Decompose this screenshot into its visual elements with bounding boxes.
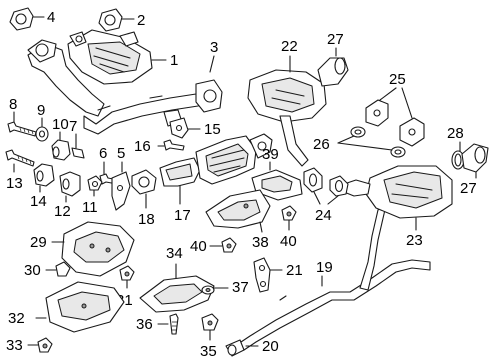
callout-18: 18 <box>138 211 155 228</box>
part-29-heat-shield[interactable] <box>51 221 135 277</box>
part-3-intermediate-pipe[interactable] <box>83 55 223 135</box>
part-1-front-pipe-catalytic-converter[interactable] <box>27 29 167 117</box>
part-12-bushing[interactable] <box>59 171 81 203</box>
part-21-hanger[interactable] <box>253 257 283 293</box>
callout-20: 20 <box>262 338 279 355</box>
callout-33: 33 <box>6 337 23 354</box>
callout-7: 7 <box>69 118 77 135</box>
callout-29: 29 <box>30 234 47 251</box>
part-30-clip[interactable] <box>45 261 71 277</box>
part-23-rear-muffler[interactable] <box>343 165 453 231</box>
callout-3: 3 <box>210 39 218 56</box>
part-14-bushing[interactable] <box>33 163 55 193</box>
callout-5: 5 <box>117 145 125 162</box>
callout-25: 25 <box>389 71 406 88</box>
callout-11: 11 <box>82 199 98 216</box>
callout-40-left: 40 <box>190 238 207 255</box>
callout-37: 37 <box>232 279 249 296</box>
callout-23: 23 <box>406 232 423 249</box>
part-8-bolt[interactable] <box>7 111 37 137</box>
part-33-nut[interactable] <box>27 337 53 353</box>
callout-2: 2 <box>137 12 145 29</box>
callout-16: 16 <box>134 138 151 155</box>
callout-9: 9 <box>37 102 45 119</box>
callout-12: 12 <box>54 203 71 220</box>
callout-40-right: 40 <box>280 233 297 250</box>
callout-19: 19 <box>316 259 333 276</box>
part-18-gasket[interactable] <box>131 169 157 209</box>
part-24-clamps[interactable] <box>303 167 349 205</box>
part-40-nut-left[interactable] <box>209 237 237 253</box>
callout-6: 6 <box>99 145 107 162</box>
callout-15: 15 <box>204 121 221 138</box>
callout-8: 8 <box>9 96 17 113</box>
part-35-nut[interactable] <box>201 313 219 341</box>
callout-27-lower: 27 <box>460 180 477 197</box>
callout-13: 13 <box>6 175 23 192</box>
callout-1: 1 <box>170 52 178 69</box>
callout-24: 24 <box>315 207 332 224</box>
callout-39: 39 <box>262 146 279 163</box>
callout-27-upper: 27 <box>327 31 344 48</box>
callout-35: 35 <box>200 343 217 360</box>
part-13-bolt[interactable] <box>5 149 35 173</box>
part-9-washer[interactable] <box>35 117 49 142</box>
callout-32: 32 <box>8 310 25 327</box>
callout-26: 26 <box>313 136 330 153</box>
part-36-bolt[interactable] <box>157 313 179 335</box>
part-22-center-muffler[interactable] <box>247 55 327 167</box>
part-7-spacer[interactable] <box>71 133 85 159</box>
part-31-nut[interactable] <box>119 265 135 289</box>
callout-36: 36 <box>136 316 153 333</box>
part-5-hanger-bracket[interactable] <box>111 161 131 211</box>
part-27-tailpipe-lower[interactable] <box>461 143 489 179</box>
callout-22: 22 <box>281 38 298 55</box>
part-32-heat-shield[interactable] <box>35 281 125 333</box>
part-10-bushing[interactable] <box>51 131 71 161</box>
callout-4: 4 <box>47 9 55 26</box>
callout-28: 28 <box>447 125 464 142</box>
callout-17: 17 <box>174 207 191 224</box>
part-17-catalytic-converter[interactable] <box>159 133 273 205</box>
callout-30: 30 <box>24 262 41 279</box>
callout-14: 14 <box>30 193 47 210</box>
part-37-washer[interactable] <box>201 285 229 295</box>
part-16-bolt[interactable] <box>157 139 185 151</box>
part-39-heat-shield[interactable] <box>251 161 303 201</box>
part-2-gasket[interactable] <box>98 8 135 32</box>
callout-21: 21 <box>286 262 303 279</box>
part-11-nut[interactable] <box>87 175 103 197</box>
part-15-bracket[interactable] <box>169 117 201 139</box>
part-38-heat-shield[interactable] <box>205 189 271 233</box>
part-40-nut-right[interactable] <box>281 205 297 231</box>
callout-34: 34 <box>166 245 183 262</box>
part-26-grommets[interactable] <box>337 126 406 158</box>
callout-10: 10 <box>52 116 69 133</box>
part-20-tip[interactable] <box>225 339 259 357</box>
part-25-mounts[interactable] <box>365 87 425 147</box>
part-34-heat-shield[interactable] <box>139 263 215 313</box>
part-27-tailpipe-upper[interactable] <box>317 47 349 87</box>
callout-38: 38 <box>252 234 269 251</box>
part-4-gasket[interactable] <box>9 7 45 31</box>
